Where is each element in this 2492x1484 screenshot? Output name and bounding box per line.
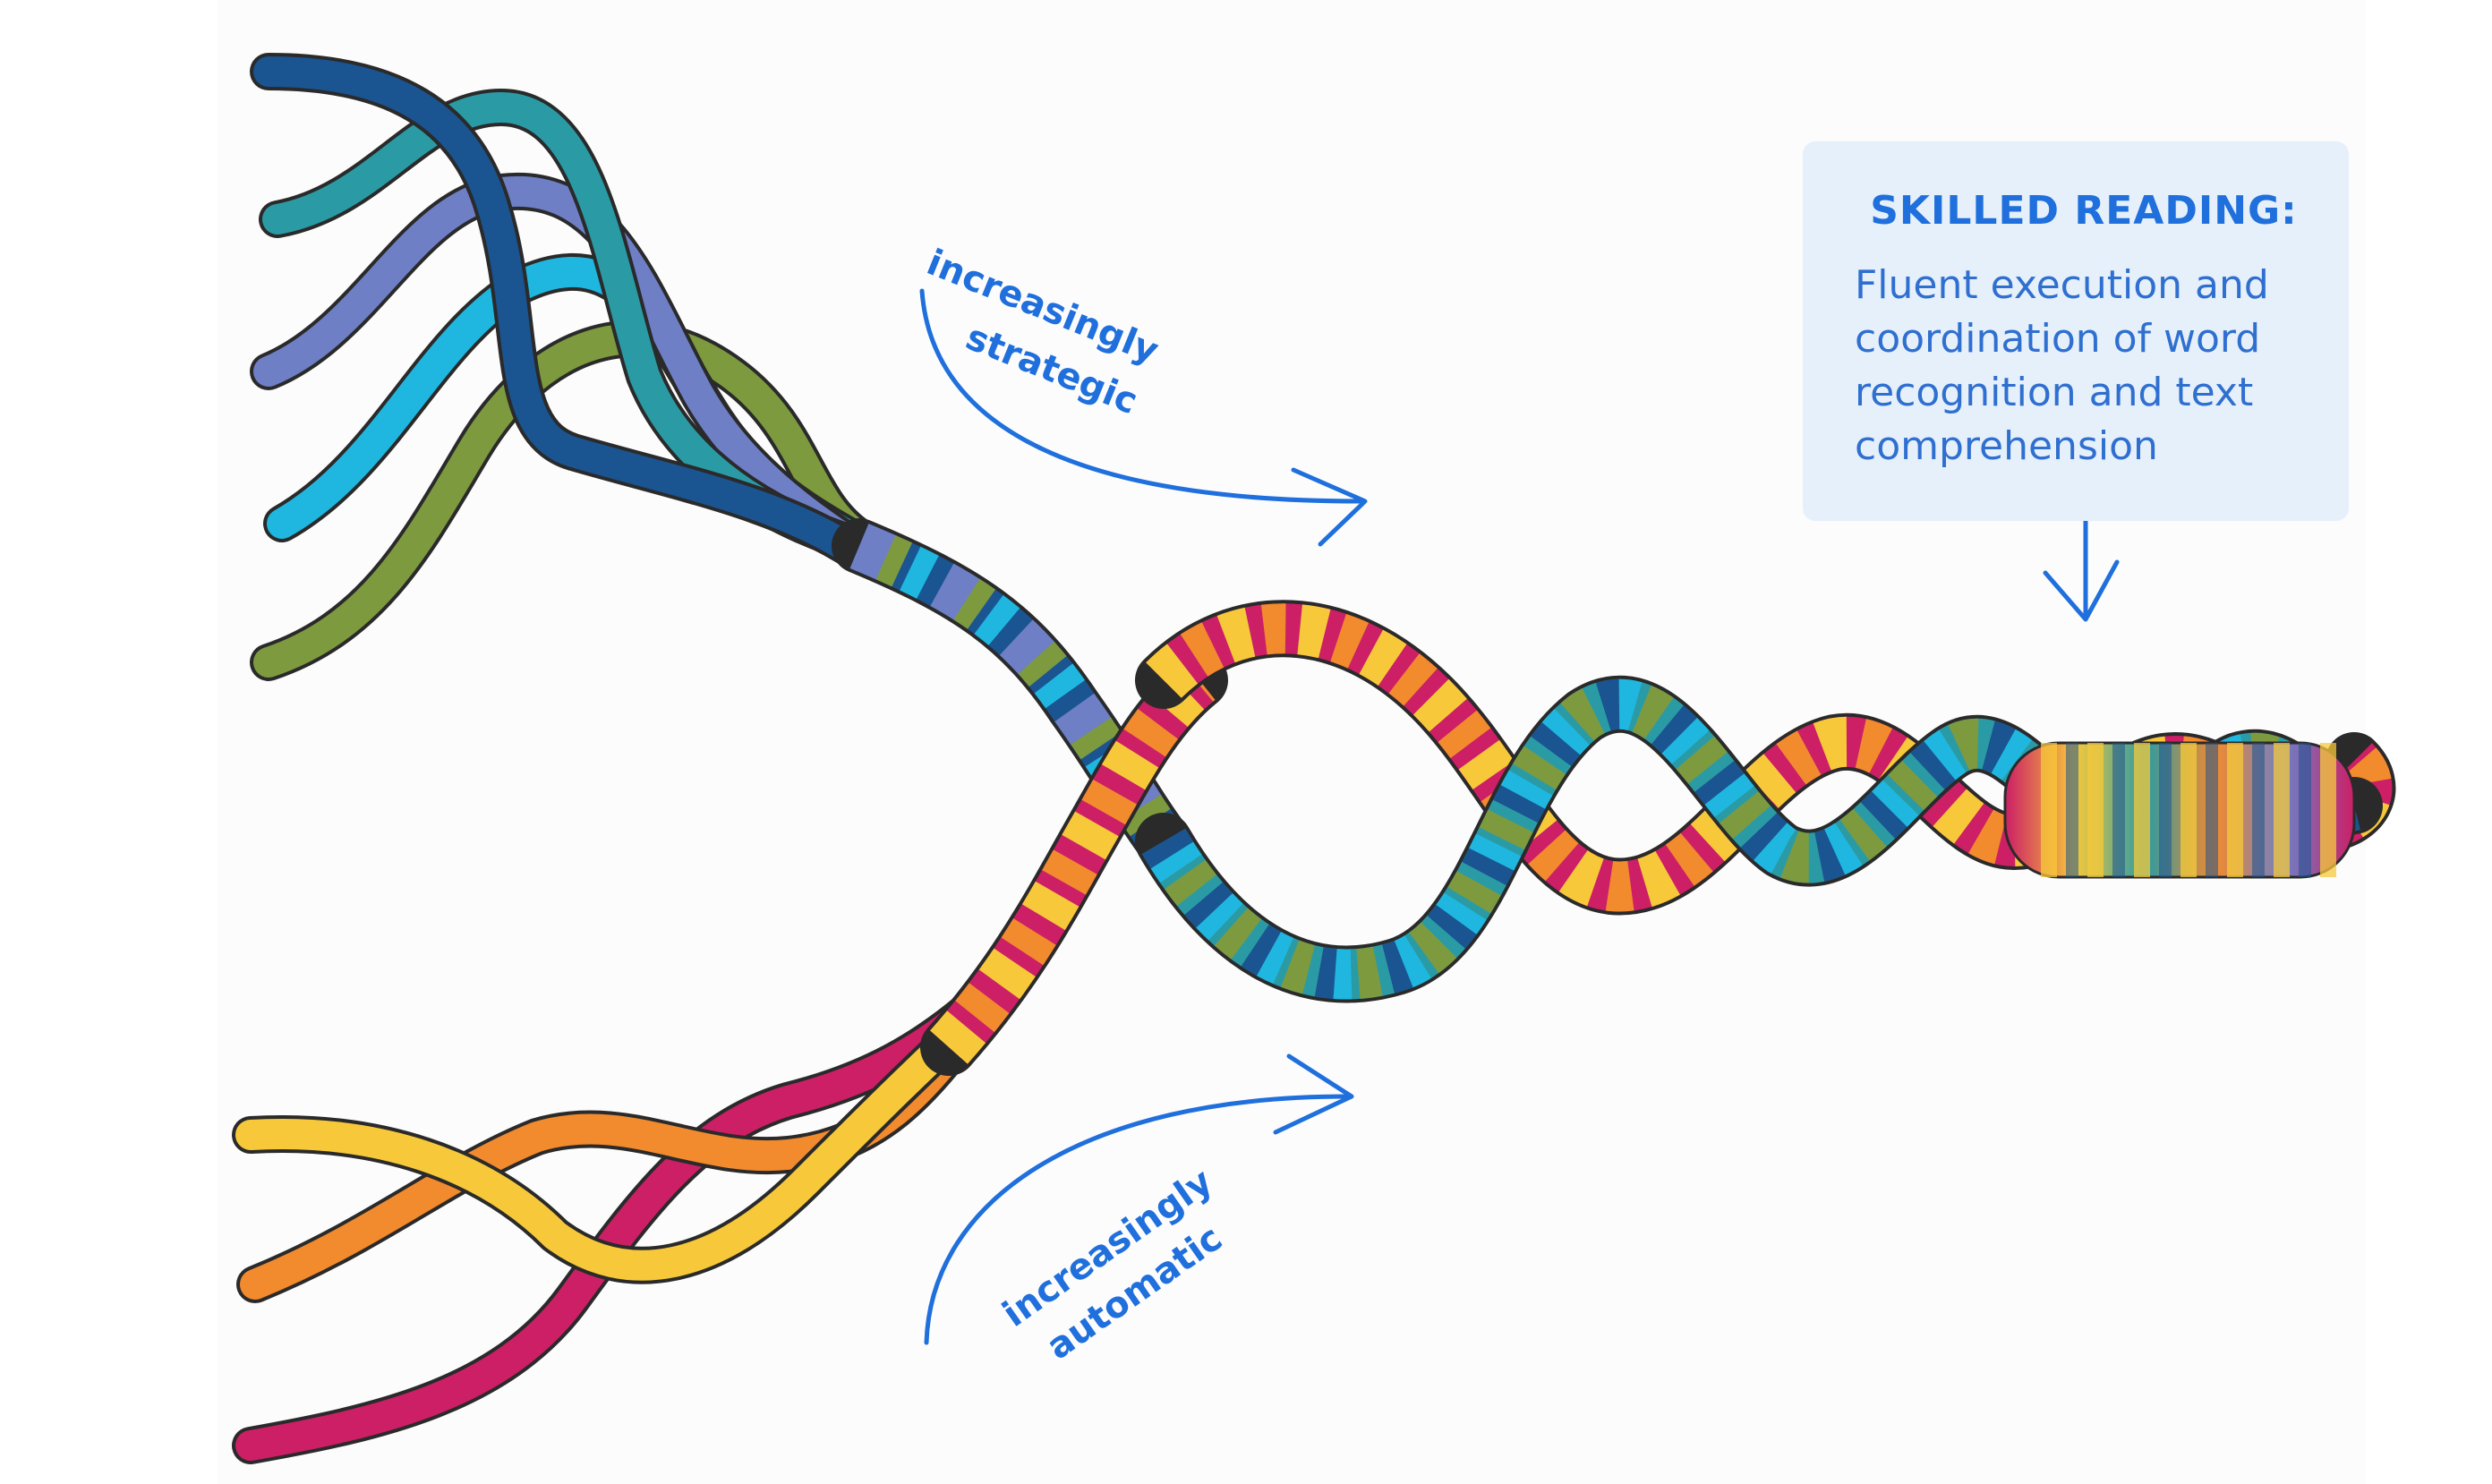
- lower-strand-yellow: [235, 1001, 991, 1281]
- skilled-reading-title: SKILLED READING:: [1870, 188, 2298, 234]
- arrow-automatic: [924, 1053, 1354, 1345]
- lower-braid-band-a: [930, 661, 1216, 1064]
- upper-strands: [250, 53, 1191, 869]
- helix-strand-cool-band-a: [1141, 678, 2360, 1000]
- upper-strand-olive: [253, 323, 875, 678]
- helix-strand-warm-band-a: [1146, 603, 2393, 912]
- arrow-down-skilled: [2043, 516, 2120, 622]
- combined-rope: [1135, 600, 2396, 1003]
- arrow-strategic: [919, 288, 1368, 547]
- helix-strand-cool-band-b: [1141, 678, 2360, 1000]
- upper-twist-band-b: [849, 524, 1183, 857]
- lower-strand-magenta: [235, 996, 982, 1461]
- skilled-reading-description: Fluent execution and coordination of wor…: [1855, 262, 2269, 469]
- upper-strand-navy: [253, 56, 875, 570]
- skilled-reading-box: SKILLED READING: Fluent execution and co…: [1803, 141, 2349, 521]
- lower-strands: [232, 652, 1228, 1464]
